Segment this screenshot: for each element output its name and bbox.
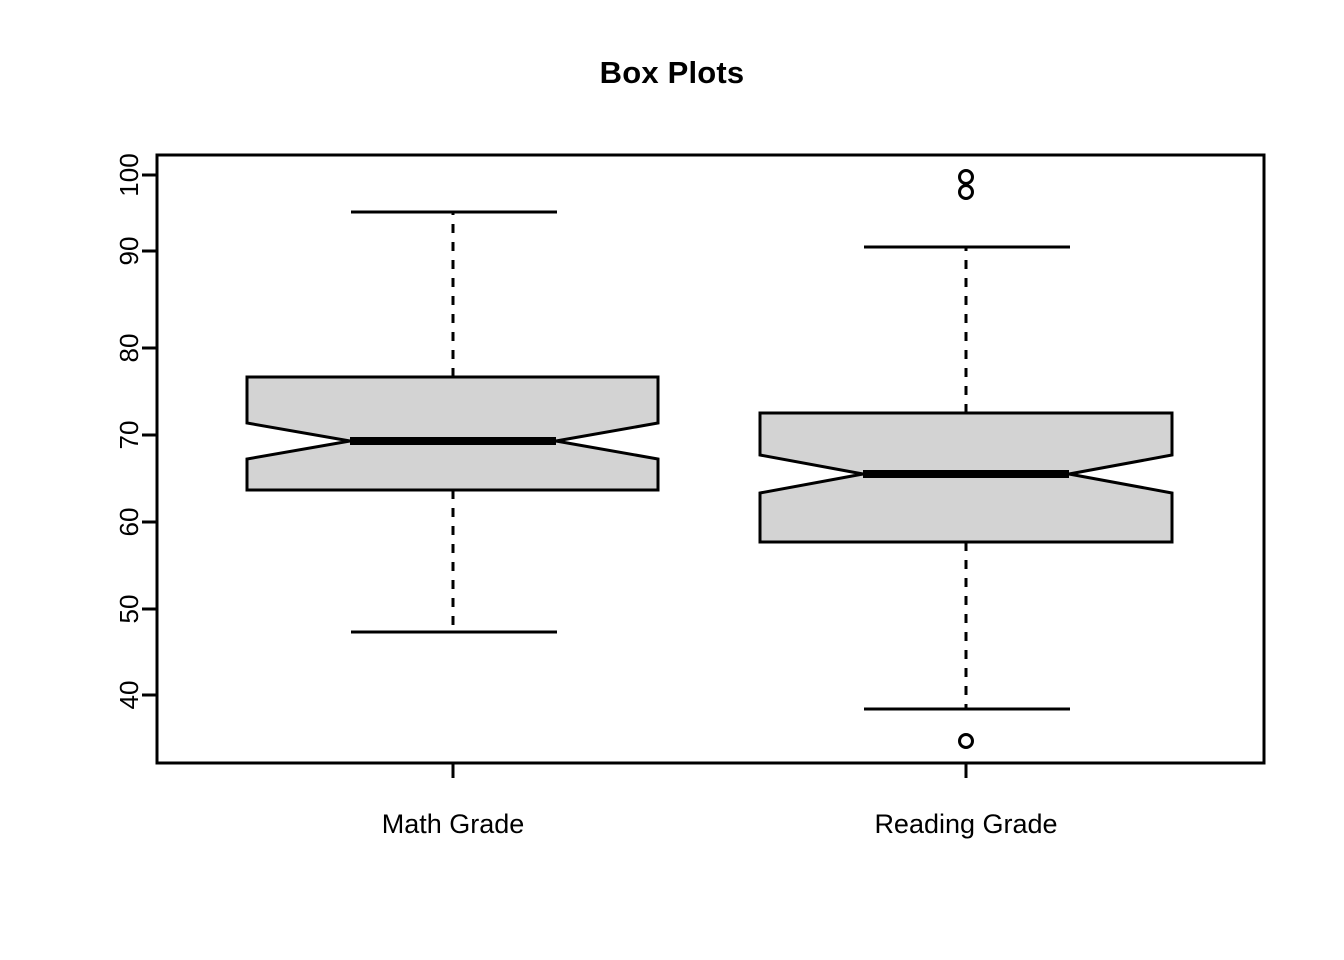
- x-axis: Math Grade Reading Grade: [157, 761, 1264, 839]
- y-tick-label: 50: [114, 595, 144, 624]
- y-tick-label: 90: [114, 237, 144, 266]
- y-tick-90: 90: [114, 237, 157, 266]
- y-tick-70: 70: [114, 421, 157, 450]
- chart-title: Box Plots: [599, 55, 745, 90]
- boxplot-reading-grade: [758, 169, 1174, 749]
- y-tick-label: 100: [114, 153, 144, 196]
- x-tick-label-math: Math Grade: [382, 809, 525, 839]
- y-tick-label: 80: [114, 334, 144, 363]
- outlier-point: [958, 733, 974, 749]
- outlier-point: [958, 169, 974, 185]
- y-tick-label: 70: [114, 421, 144, 450]
- y-tick-label: 60: [114, 508, 144, 537]
- y-axis: 100 90 80 70 60: [114, 153, 159, 763]
- box-notched-shape: [245, 375, 660, 492]
- y-tick-label: 40: [114, 681, 144, 710]
- outlier-point: [958, 184, 974, 200]
- boxplot-math-grade: [245, 210, 660, 634]
- y-tick-40: 40: [114, 681, 157, 710]
- x-tick-label-reading: Reading Grade: [874, 809, 1057, 839]
- y-tick-50: 50: [114, 595, 157, 624]
- y-tick-100: 100: [114, 153, 157, 197]
- y-tick-60: 60: [114, 508, 157, 537]
- y-tick-80: 80: [114, 334, 157, 363]
